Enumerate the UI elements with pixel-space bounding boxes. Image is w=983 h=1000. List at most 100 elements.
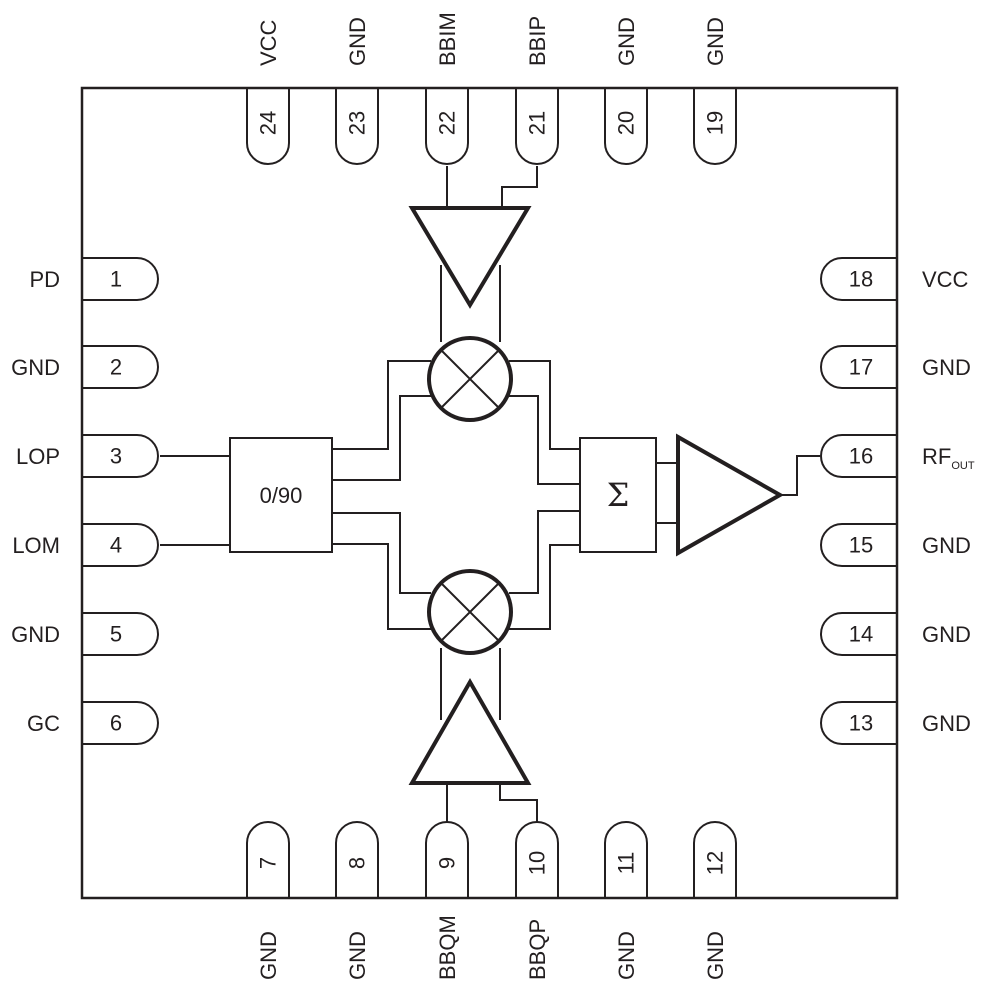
pin-6: 6GC bbox=[27, 701, 159, 745]
pin-5: 5 GND bbox=[11, 612, 159, 656]
pin-3-number: 3 bbox=[110, 444, 122, 469]
pin-1: 1 PD bbox=[29, 257, 159, 301]
pin-2-pad bbox=[82, 345, 159, 389]
pin-8-pad bbox=[335, 821, 379, 898]
wire-upper-mixer-summer-a bbox=[509, 360, 580, 450]
pin-2-number: 2 bbox=[110, 355, 122, 380]
wire-upper-mixer-summer-b bbox=[509, 395, 580, 485]
pin-4-pad bbox=[82, 523, 159, 567]
package-outline bbox=[80, 86, 899, 900]
pin-10-name: BBQP bbox=[525, 919, 550, 980]
pin-13-name: GND bbox=[922, 711, 971, 736]
mixer-upper bbox=[427, 336, 513, 422]
pin-18-name: VCC bbox=[922, 267, 969, 292]
wire-lower-mixer-summer-b bbox=[509, 544, 580, 630]
pin-4-name: LOM bbox=[12, 533, 60, 558]
phase-splitter-block bbox=[229, 437, 333, 553]
pin-18-pad bbox=[820, 257, 897, 301]
pin-19-pad bbox=[693, 88, 737, 165]
wire-lower-mixer-summer-a bbox=[509, 510, 580, 594]
wire-splitter-lower-mixer-b bbox=[332, 543, 431, 630]
pin-7-name: GND bbox=[256, 931, 281, 980]
phase-splitter-label: 0/90 bbox=[260, 483, 303, 508]
pin-12-number: 12 bbox=[703, 851, 728, 875]
pin-22-name: BBIM bbox=[435, 12, 460, 66]
pin-12-pad bbox=[693, 821, 737, 898]
pin-21-name: BBIP bbox=[525, 16, 550, 66]
pin-1-name: PD bbox=[29, 267, 60, 292]
pin-3-name: LOP bbox=[16, 444, 60, 469]
pin-13-number: 13 bbox=[849, 711, 873, 736]
pin-16-number: 16 bbox=[849, 444, 873, 469]
pin-9-number: 9 bbox=[435, 857, 460, 869]
pin-15-pad bbox=[820, 523, 897, 567]
pin-5-number: 5 bbox=[110, 622, 122, 647]
pin-23: 23 GND bbox=[335, 17, 379, 165]
pin-9-name: BBQM bbox=[435, 915, 460, 980]
pin-13: 13 GND bbox=[820, 701, 971, 745]
pin-3-pad bbox=[82, 434, 159, 478]
pin-2-name: GND bbox=[11, 355, 60, 380]
pin-14: 14 GND bbox=[820, 612, 971, 656]
pin-17-number: 17 bbox=[849, 355, 873, 380]
pin-20-pad bbox=[604, 88, 648, 165]
pin-14-number: 14 bbox=[849, 622, 873, 647]
pin-15-number: 15 bbox=[849, 533, 873, 558]
pin-19: 19 GND bbox=[693, 17, 737, 165]
pin-6-pad bbox=[82, 701, 159, 745]
pin-24-pad bbox=[246, 88, 290, 165]
wire-bbip bbox=[501, 166, 538, 208]
pin-22: 22 BBIM bbox=[425, 12, 469, 165]
pin-5-name: GND bbox=[11, 622, 60, 647]
mixer-lower bbox=[427, 569, 513, 655]
pin-19-name: GND bbox=[703, 17, 728, 66]
pin-11-number: 11 bbox=[614, 852, 639, 875]
pin-4: 4 LOM bbox=[12, 523, 159, 567]
pin-16-name: RFOUT bbox=[922, 444, 975, 472]
pin-19-number: 19 bbox=[703, 111, 728, 135]
pin-22-number: 22 bbox=[435, 111, 460, 135]
pin-22-pad bbox=[425, 88, 469, 165]
wire-splitter-upper-mixer-a bbox=[332, 360, 431, 450]
pin-11-name: GND bbox=[614, 931, 639, 980]
pin-14-name: GND bbox=[922, 622, 971, 647]
pin-7-pad bbox=[246, 821, 290, 898]
pin-21-number: 21 bbox=[525, 111, 550, 135]
pin-1-number: 1 bbox=[110, 267, 122, 292]
pin-7-number: 7 bbox=[256, 857, 281, 869]
pin-21-pad bbox=[515, 88, 559, 165]
wire-rfout bbox=[780, 455, 820, 496]
pin-18-number: 18 bbox=[849, 267, 873, 292]
amplifier-lower bbox=[408, 677, 532, 785]
pin-4-number: 4 bbox=[110, 533, 122, 558]
pin-23-name: GND bbox=[345, 17, 370, 66]
pin-2: 2 GND bbox=[11, 345, 159, 389]
pin-16-pad bbox=[820, 434, 897, 478]
pin-17-pad bbox=[820, 345, 897, 389]
pin-23-number: 23 bbox=[345, 111, 370, 135]
pin-1-pad bbox=[82, 257, 159, 301]
amplifier-upper bbox=[408, 206, 532, 309]
pin-11-pad bbox=[604, 821, 648, 898]
summer-block bbox=[579, 437, 657, 553]
pin-8-number: 8 bbox=[345, 857, 370, 869]
pin-23-pad bbox=[335, 88, 379, 165]
pin-5-pad bbox=[82, 612, 159, 656]
summer-symbol: Σ bbox=[607, 476, 630, 514]
pin-6-number: 6 bbox=[110, 711, 122, 736]
internal-wiring bbox=[160, 166, 820, 822]
pin-24-number: 24 bbox=[256, 111, 281, 135]
